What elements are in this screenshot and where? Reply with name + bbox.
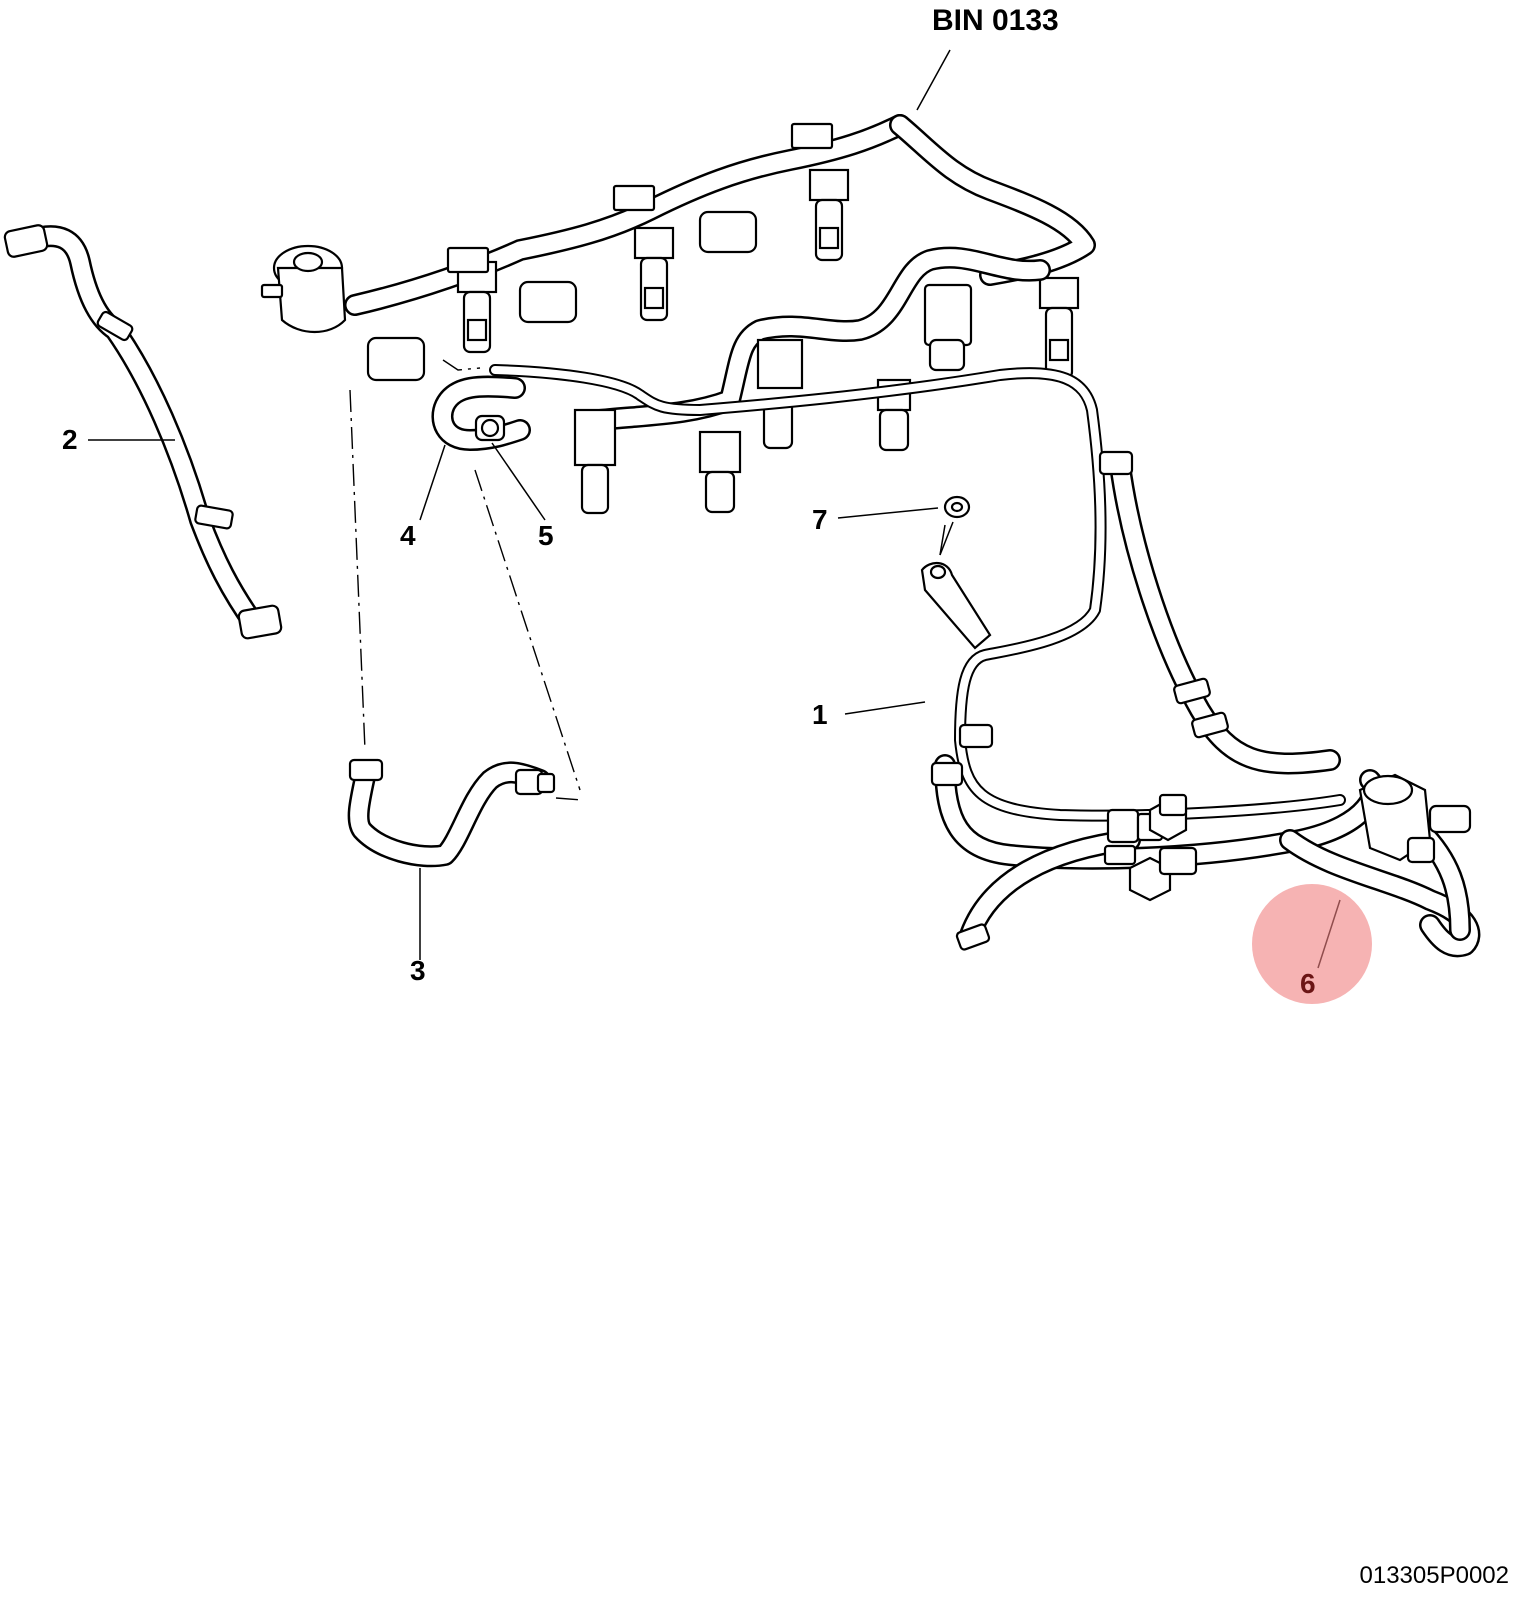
mounting-bracket — [920, 562, 992, 650]
part-6-hose-bundle[interactable] — [930, 450, 1481, 958]
assembly-guide-lines — [349, 359, 583, 801]
part-3-hose[interactable] — [347, 758, 556, 868]
quick-connectors — [1103, 793, 1198, 902]
part-7-washer[interactable] — [943, 495, 971, 519]
header-code: BIN 0133 — [932, 4, 1059, 37]
callout-7[interactable]: 7 — [812, 504, 828, 535]
callout-4[interactable]: 4 — [400, 520, 416, 551]
injector-row-lower — [573, 283, 973, 515]
reference-code: 013305P0002 — [1359, 1562, 1509, 1589]
leader-lines — [88, 49, 1341, 969]
injector-row-upper — [366, 122, 1080, 382]
callout-6[interactable]: 6 — [1300, 968, 1316, 999]
callout-1[interactable]: 1 — [812, 699, 828, 730]
callout-3[interactable]: 3 — [410, 955, 426, 986]
highlight-circle-6 — [1252, 884, 1372, 1004]
callout-2[interactable]: 2 — [62, 424, 78, 455]
part-1-fuel-pipe[interactable] — [489, 364, 1346, 822]
callout-5[interactable]: 5 — [538, 520, 554, 551]
part-2-hose[interactable] — [3, 224, 283, 640]
part-5-clamp[interactable] — [474, 414, 506, 442]
fuel-rail-assembly — [260, 114, 1096, 515]
